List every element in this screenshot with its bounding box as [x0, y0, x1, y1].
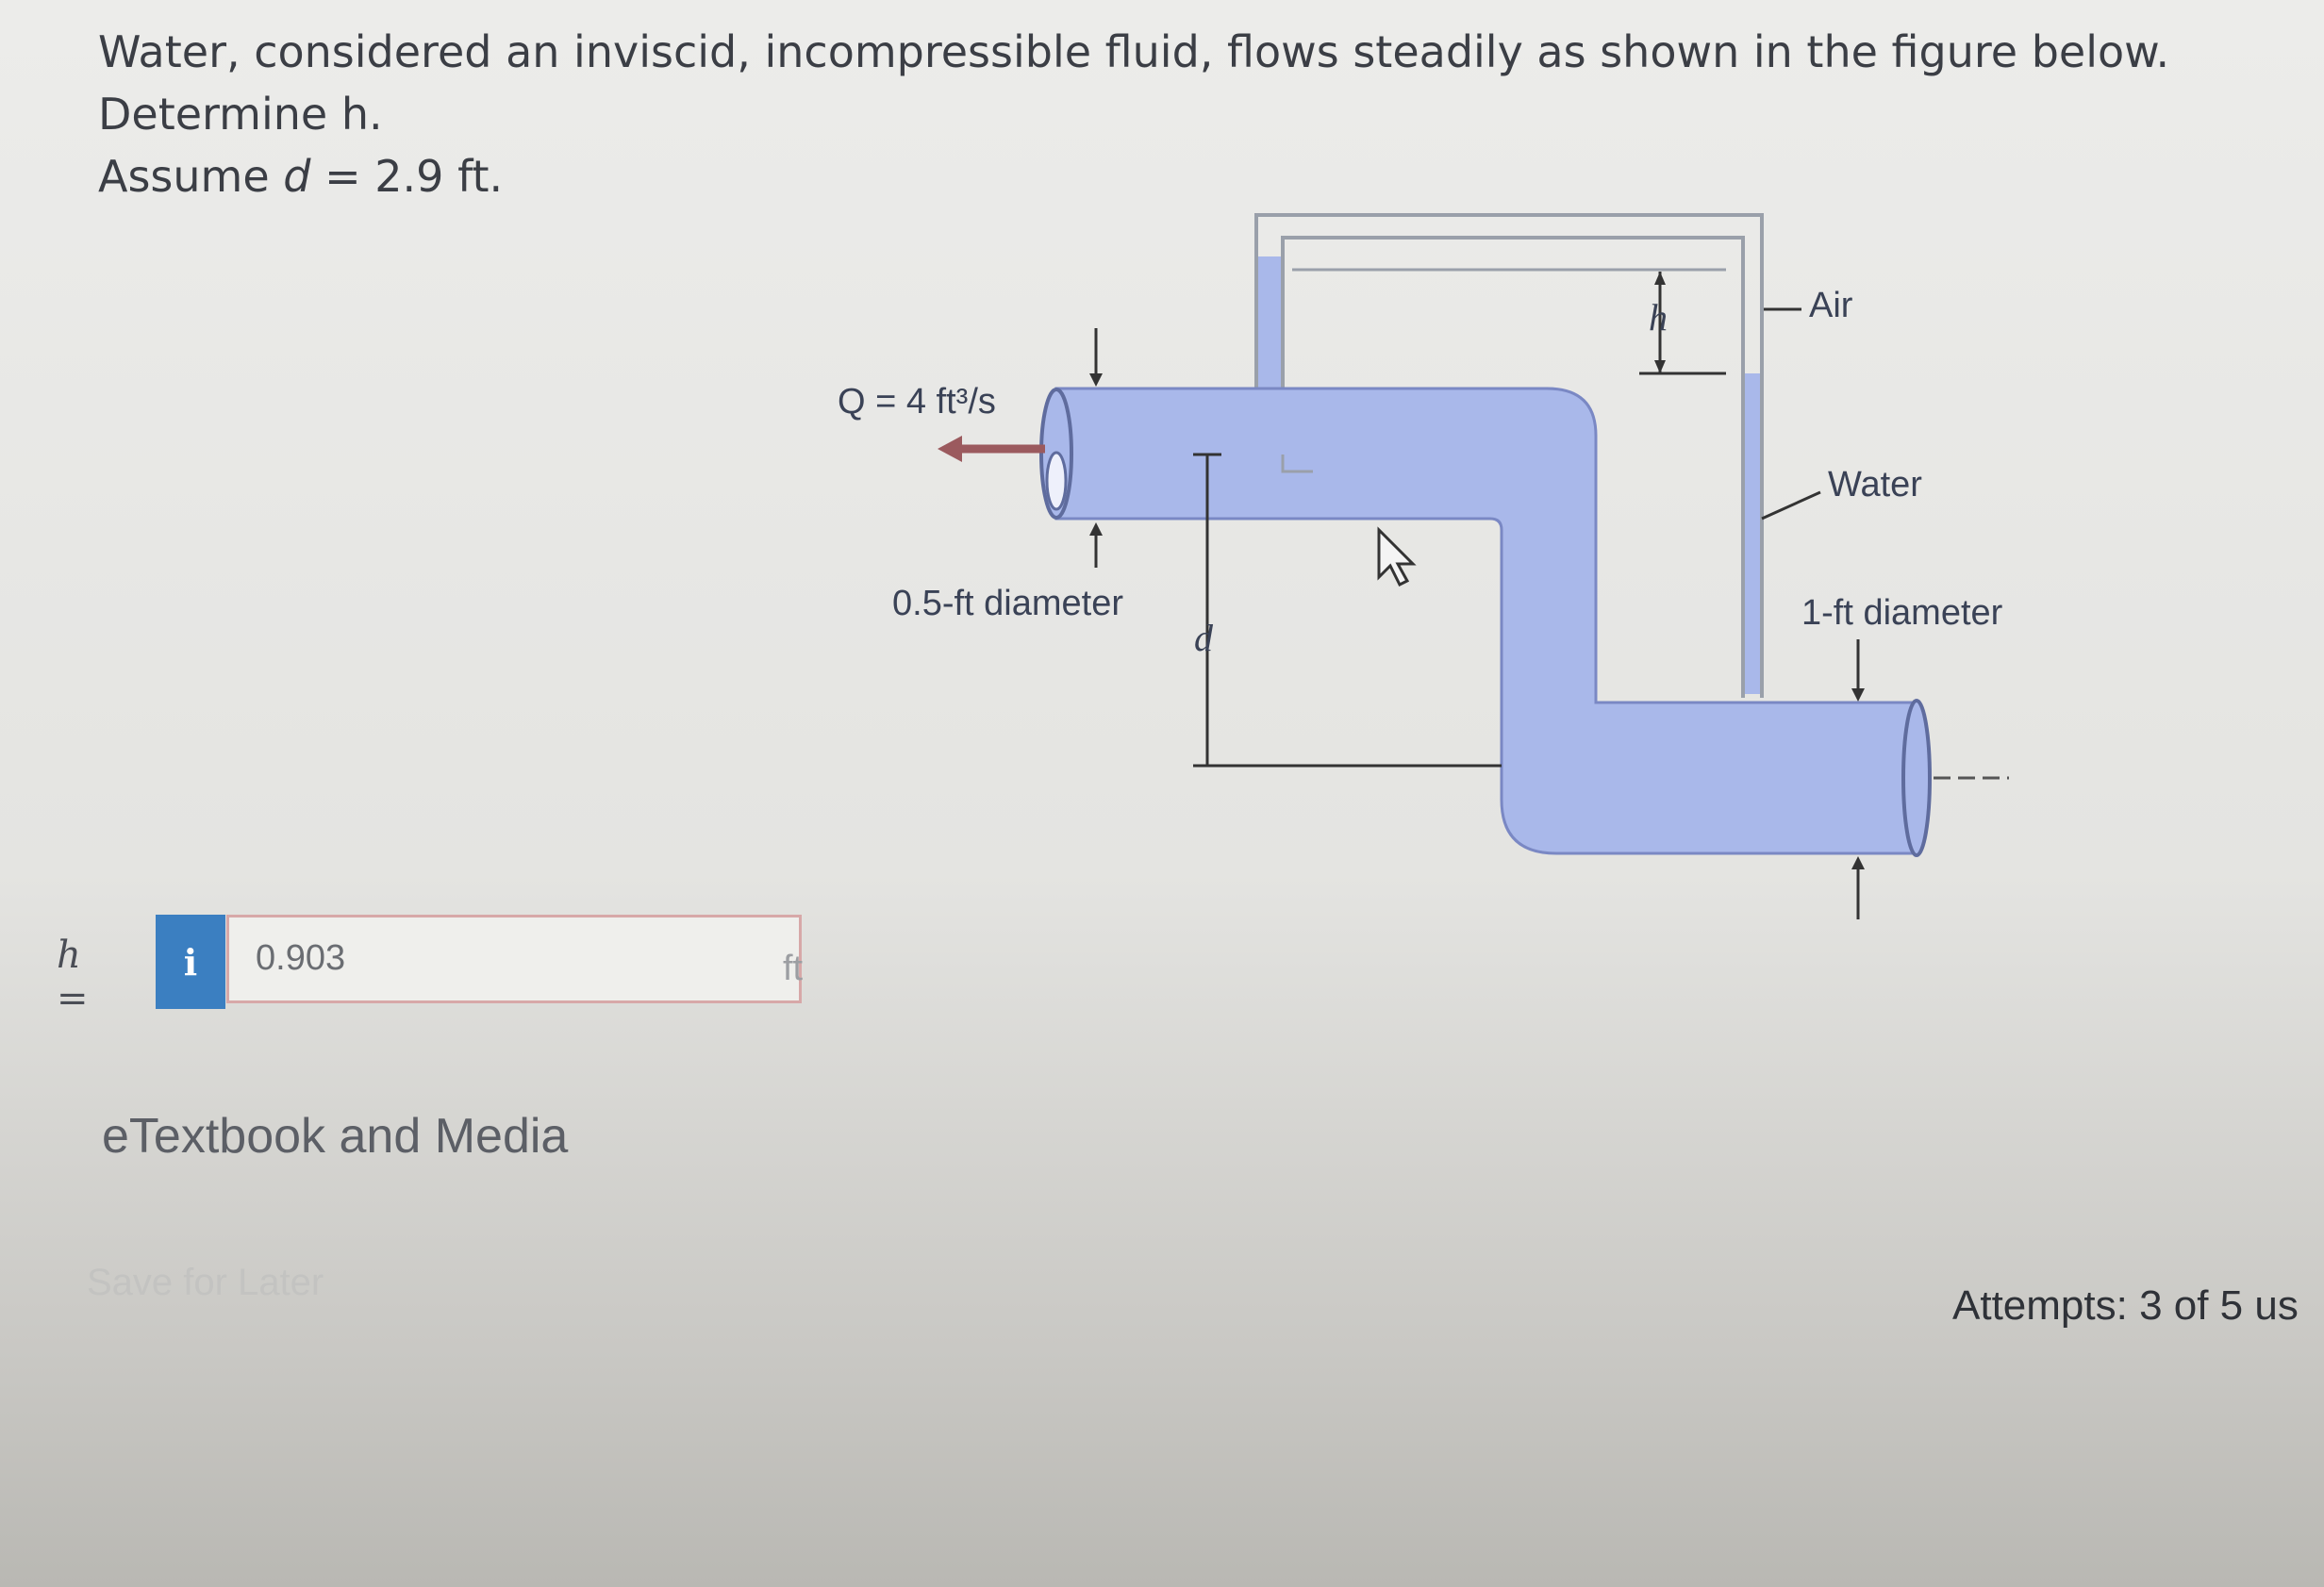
- flow-arrowhead: [938, 436, 962, 462]
- d-variable: d: [283, 151, 311, 202]
- question-text: Water, considered an inviscid, incompres…: [98, 21, 2267, 207]
- right-water-column: [1745, 373, 1760, 694]
- mouse-cursor-icon: [1377, 526, 1417, 587]
- small-pipe-opening: [1045, 451, 1068, 511]
- answer-label-var: h: [57, 934, 81, 977]
- figure-svg: Q = 4 ft³/s 0.5-ft diameter 1-ft diamete…: [838, 213, 2009, 919]
- d-value: = 2.9 ft.: [310, 151, 504, 202]
- manometer-tube-inner: [1281, 236, 1745, 698]
- answer-unit: ft: [783, 949, 804, 988]
- small-diameter-label: 0.5-ft diameter: [892, 584, 1123, 623]
- water-label: Water: [1828, 465, 1922, 504]
- assume-text: Assume: [98, 151, 284, 202]
- answer-label: h =: [57, 934, 89, 1020]
- flow-figure: Q = 4 ft³/s 0.5-ft diameter 1-ft diamete…: [821, 189, 2066, 924]
- small-pipe: [1054, 387, 1918, 855]
- large-diameter-label: 1-ft diameter: [1801, 593, 2003, 633]
- answer-label-eq: =: [57, 977, 89, 1020]
- answer-input[interactable]: 0.903: [226, 915, 802, 1003]
- d-dimension-label: d: [1194, 617, 1214, 659]
- pipe-inner-edge: [1281, 455, 1313, 473]
- question-line-2: Assume d = 2.9 ft.: [98, 145, 2267, 207]
- save-for-later-button[interactable]: Save for Later: [87, 1262, 324, 1303]
- attempts-counter: Attempts: 3 of 5 us: [1952, 1282, 2299, 1329]
- question-line-1: Water, considered an inviscid, incompres…: [98, 26, 2170, 140]
- large-pipe-end: [1901, 699, 1932, 857]
- etextbook-link[interactable]: eTextbook and Media: [102, 1109, 569, 1164]
- air-label: Air: [1809, 286, 1853, 325]
- flow-rate-label: Q = 4 ft³/s: [838, 382, 996, 422]
- manometer-tube-outer: [1254, 213, 1764, 698]
- info-icon[interactable]: i: [156, 915, 225, 1009]
- h-dimension-label: h: [1649, 296, 1668, 339]
